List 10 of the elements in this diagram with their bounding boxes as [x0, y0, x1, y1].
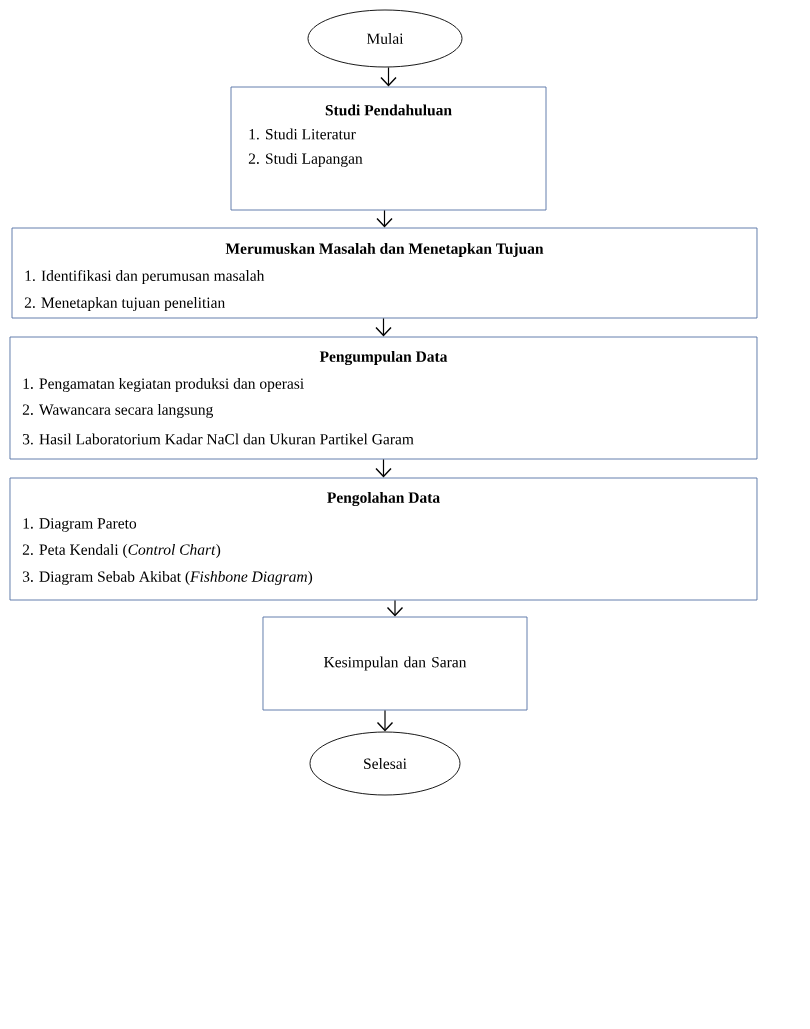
arrow [375, 317, 392, 337]
process-box: Merumuskan Masalah dan Menetapkan Tujuan 1. Identifikasi dan perumusan masalah 2. Menetapkan tujuan penelitian [11, 227, 758, 319]
arrow [375, 458, 392, 478]
arrow [376, 209, 393, 228]
process-box: Kesimpulan dan Saran [262, 616, 528, 711]
arrow [376, 709, 394, 732]
process-box: Pengolahan Data 1. Diagram Pareto 2. Peta Kendali (Control Chart) 3. Diagram Sebab Akibat (Fishbone Diagram) [9, 477, 758, 601]
process-box: Studi Pendahuluan 1. Studi Literatur 2. Studi Lapangan [230, 86, 547, 211]
process-box: Pengumpulan Data 1. Pengamatan kegiatan produksi dan operasi 2. Wawancara secara langsung 3. Hasil Laboratorium Kadar NaCl dan Ukuran Partikel Garam [9, 336, 758, 460]
arrow [380, 66, 397, 87]
